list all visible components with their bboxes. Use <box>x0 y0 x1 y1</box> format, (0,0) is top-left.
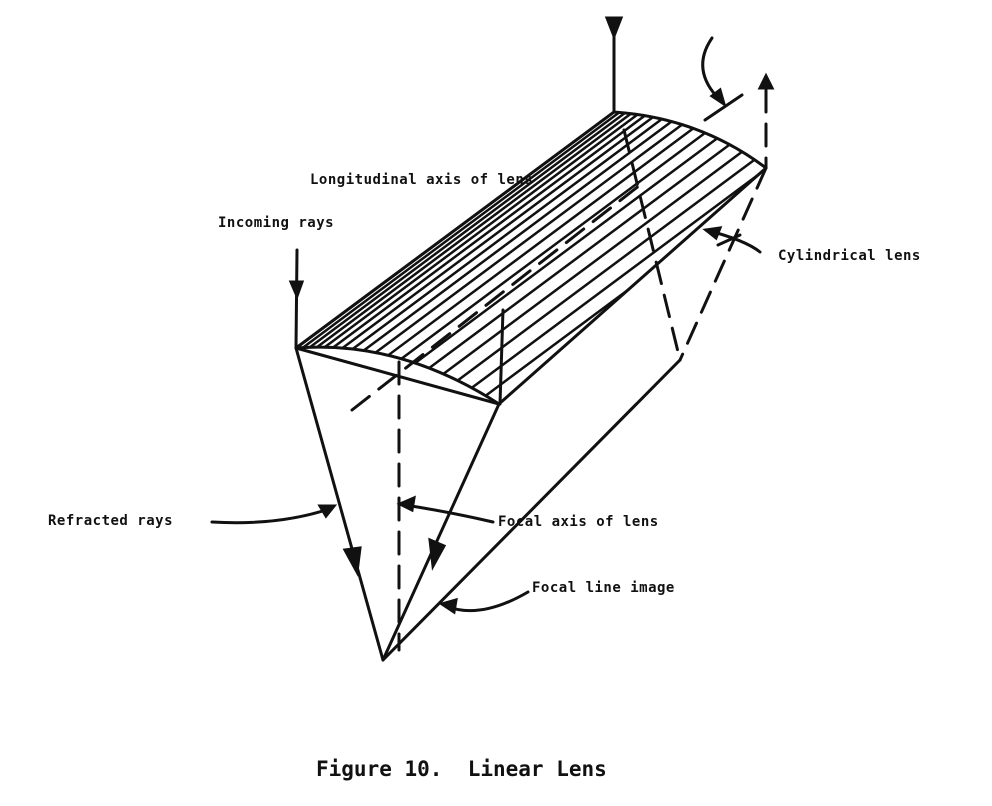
refracted-ray-right <box>381 402 501 662</box>
hatch-line <box>322 112 723 364</box>
hatch-line <box>296 112 678 372</box>
hatch-line <box>423 112 766 404</box>
hatch-line <box>299 112 701 366</box>
rotation-axis-tick <box>703 93 744 122</box>
back-refracted-dashed-2 <box>622 128 682 362</box>
label-focal-line-image: Focal line image <box>532 580 675 596</box>
label-incoming-rays: Incoming rays <box>218 215 335 231</box>
refracted-ray-left <box>294 346 385 662</box>
back-refracted-dashed <box>678 166 768 362</box>
arrow-head <box>604 16 624 41</box>
arrow-head <box>342 546 362 577</box>
figure-caption: Figure 10. Linear Lens <box>316 757 607 781</box>
hatch-line <box>378 112 766 376</box>
label-refracted-rays: Refracted rays <box>48 513 174 529</box>
leader-focal-line <box>444 590 530 613</box>
lens-right-edge <box>497 166 768 406</box>
leader-refracted <box>210 506 334 525</box>
hatch-line <box>344 112 746 365</box>
lens-front-arc <box>294 345 501 406</box>
arrow-head <box>428 537 447 571</box>
lens-left-edge <box>294 110 616 350</box>
arrow-head <box>757 72 775 90</box>
hatch-line <box>296 112 690 369</box>
arrow-head <box>288 280 305 301</box>
hatch-line <box>333 112 735 364</box>
label-focal-axis: Focal axis of lens <box>498 514 659 530</box>
hatch-line <box>311 112 712 365</box>
leader-focal-axis <box>403 503 495 524</box>
lens-vertical-edge <box>498 308 505 406</box>
hatch-line <box>435 116 766 404</box>
label-longitudinal-axis: Longitudinal axis of lens <box>310 172 534 188</box>
lens-back-arc <box>612 110 768 170</box>
incoming-ray-left <box>294 248 299 350</box>
hatch-line <box>296 112 667 376</box>
label-cylindrical-lens: Cylindrical lens <box>778 248 921 264</box>
longitudinal-axis-dashed <box>350 183 642 412</box>
hatch-line <box>356 112 757 368</box>
focal-line <box>381 358 682 662</box>
